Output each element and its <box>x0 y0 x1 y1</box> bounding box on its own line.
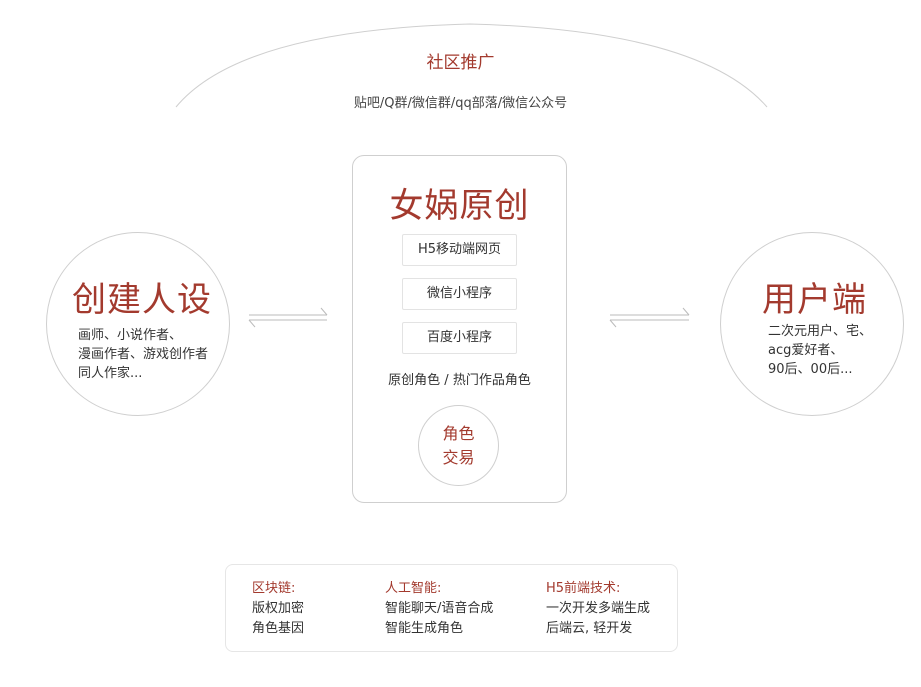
desc-line: 漫画作者、游戏创作者 <box>78 347 209 362</box>
right-exchange-arrows <box>609 307 690 328</box>
community-title: 社区推广 <box>426 53 495 73</box>
tech-line: 版权加密 <box>252 601 305 616</box>
desc-line: 二次元用户、宅、 <box>768 324 873 339</box>
trade-line: 角色 <box>442 424 475 443</box>
tech-line: 一次开发多端生成 <box>546 601 651 616</box>
role-trade-circle: 角色 交易 <box>418 405 499 486</box>
tech-line: 后端云, 轻开发 <box>546 621 633 636</box>
platform-wechat-miniapp: 微信小程序 <box>402 278 517 310</box>
create-persona-desc: 画师、小说作者、 漫画作者、游戏创作者 同人作家... <box>78 326 208 383</box>
community-subtitle: 贴吧/Q群/微信群/qq部落/微信公众号 <box>353 96 568 111</box>
community-arc <box>175 23 768 108</box>
desc-line: 90后、00后... <box>768 362 853 377</box>
platform-h5: H5移动端网页 <box>402 234 517 266</box>
platform-baidu-miniapp: 百度小程序 <box>402 322 517 354</box>
tech-blockchain: 区块链: 版权加密 角色基因 <box>252 579 304 639</box>
desc-line: 画师、小说作者、 <box>78 328 183 343</box>
create-persona-title: 创建人设 <box>72 280 212 320</box>
user-end-title: 用户端 <box>762 280 867 320</box>
tech-heading: H5前端技术: <box>546 581 621 596</box>
tech-line: 智能生成角色 <box>385 621 464 636</box>
nuwa-original-title: 女娲原创 <box>389 186 530 226</box>
roles-text: 原创角色 / 热门作品角色 <box>388 373 531 388</box>
left-exchange-arrows <box>248 307 328 328</box>
user-end-circle <box>720 232 904 416</box>
nuwa-original-panel <box>352 155 567 503</box>
create-persona-circle <box>46 232 230 416</box>
tech-line: 智能聊天/语音合成 <box>385 601 494 616</box>
user-end-desc: 二次元用户、宅、 acg爱好者、 90后、00后... <box>768 322 872 379</box>
desc-line: 同人作家... <box>78 366 143 381</box>
tech-ai: 人工智能: 智能聊天/语音合成 智能生成角色 <box>385 579 493 639</box>
tech-heading: 区块链: <box>252 581 296 596</box>
tech-panel <box>225 564 678 652</box>
desc-line: acg爱好者、 <box>768 343 844 358</box>
tech-line: 角色基因 <box>252 621 305 636</box>
trade-line: 交易 <box>442 448 475 467</box>
tech-h5: H5前端技术: 一次开发多端生成 后端云, 轻开发 <box>546 579 650 639</box>
tech-heading: 人工智能: <box>385 581 442 596</box>
